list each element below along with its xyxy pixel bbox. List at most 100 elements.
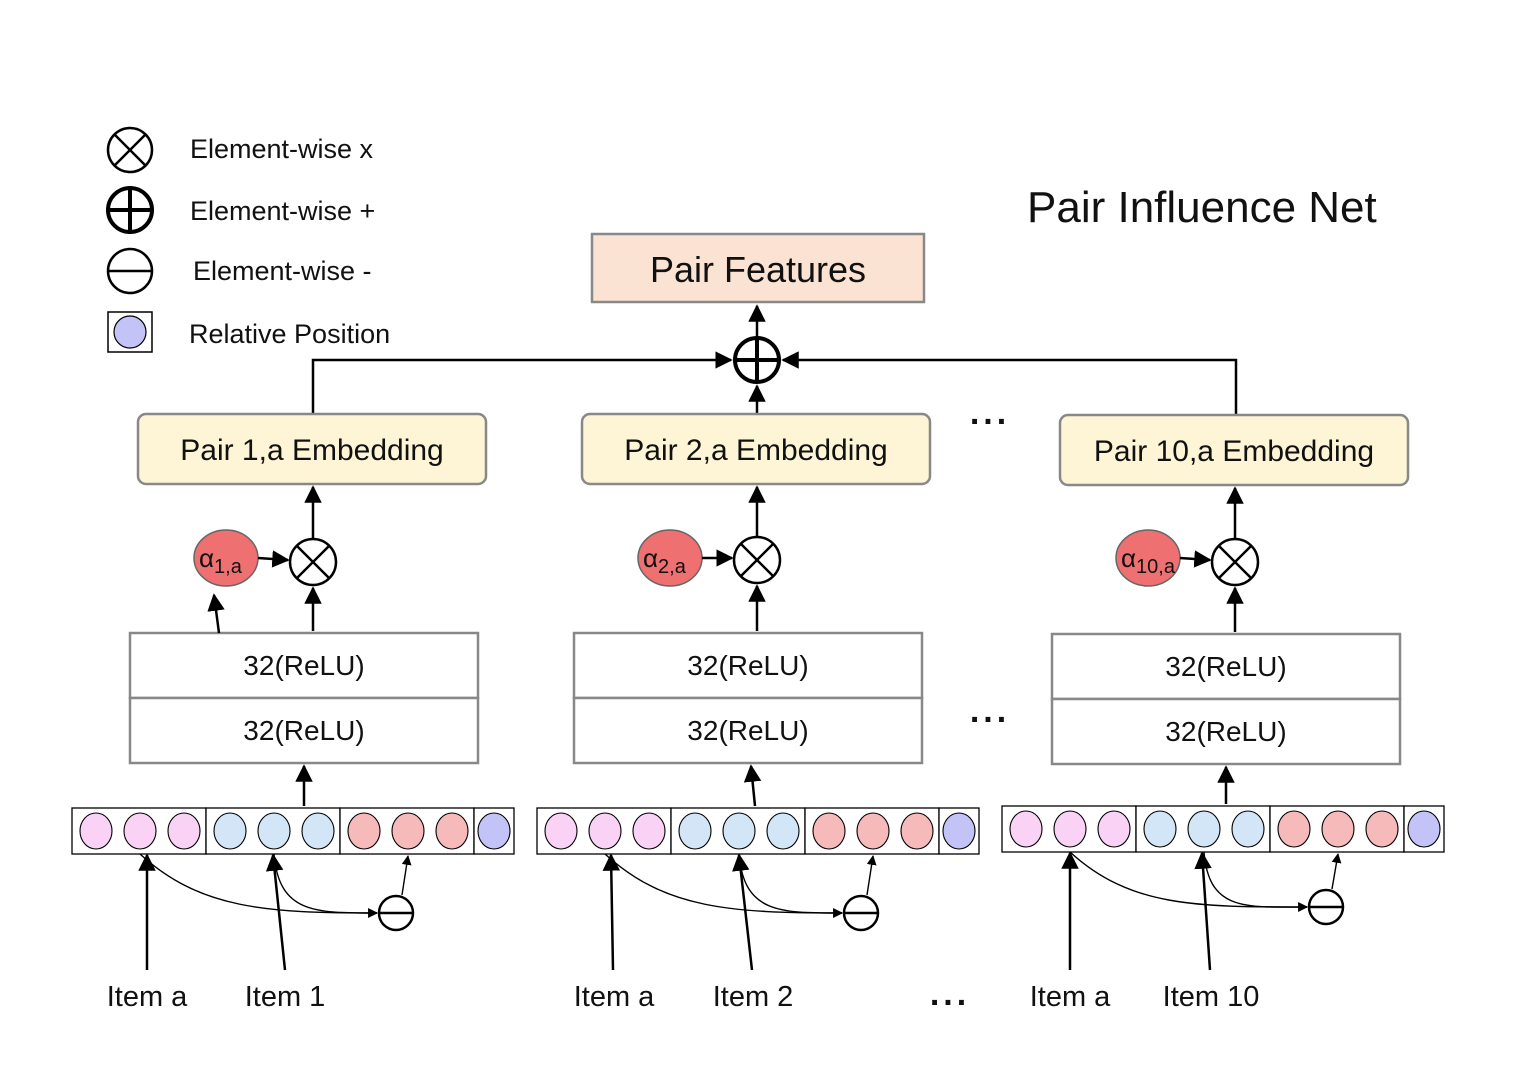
embedding-box [1058, 413, 1410, 487]
relu-layer-bottom [128, 696, 480, 765]
legend-plus-label: Element-wise + [190, 196, 375, 226]
relu-layer-bottom [572, 696, 924, 765]
feature-circle [1407, 810, 1441, 848]
minus-node-icon [842, 894, 880, 932]
relative-position-icon [107, 311, 153, 353]
feature-circle [900, 812, 934, 850]
embedding-label: Pair 2,a Embedding [624, 434, 888, 467]
minus-node-icon [377, 894, 415, 932]
feature-strip [536, 807, 980, 855]
feature-circle [812, 812, 846, 850]
item-left-arrow [602, 853, 621, 971]
relu-layer-bottom [1050, 697, 1402, 766]
legend-minus-label: Element-wise - [193, 256, 372, 286]
feature-circle [1187, 810, 1221, 848]
item-b-to-minus-curve [738, 853, 843, 918]
feature-circle [123, 812, 157, 850]
item-a-to-minus-curve [604, 853, 843, 918]
embedding-label: Pair 1,a Embedding [180, 434, 444, 467]
legend: Element-wise x Element-wise + Element-wi… [106, 126, 390, 353]
feature-circle [942, 812, 976, 850]
legend-relative-position-label: Relative Position [189, 319, 390, 349]
pair-column-3: Pair 10,a Embeddingα10,a32(ReLU)32(ReLU)… [1001, 413, 1445, 1013]
relu-bottom-label: 32(ReLU) [687, 715, 808, 746]
embedding-1-to-sum-arrow [311, 351, 733, 414]
embedding-label: Pair 10,a Embedding [1094, 435, 1374, 468]
item-right-arrow [265, 853, 287, 971]
item-a-to-minus-curve [139, 853, 378, 918]
feature-circle [477, 812, 511, 850]
ellipsis-embeddings: ... [970, 394, 1010, 432]
item-right-label: Item 1 [245, 981, 326, 1013]
feature-strip [71, 807, 515, 855]
embedding-box [136, 412, 488, 486]
feature-strip [1001, 805, 1445, 853]
alpha-to-multiply-arrow [1179, 550, 1212, 568]
feature-circle [1097, 810, 1131, 848]
embedding-10-to-sum-arrow [781, 351, 1238, 414]
relu-to-alpha-arrow [207, 593, 225, 634]
minus-to-feature-arrow [401, 855, 412, 896]
item-right-arrow [732, 853, 754, 971]
feature-circle [347, 812, 381, 850]
feature-circle [678, 812, 712, 850]
feature-circle [722, 812, 756, 850]
pair-features-box: Pair Features [590, 232, 926, 304]
minus-to-feature-arrow [1331, 853, 1342, 890]
multiply-node-icon [1210, 537, 1260, 587]
pair-column-2: Pair 2,a Embeddingα2,a32(ReLU)32(ReLU)It… [536, 412, 980, 1013]
item-left-label: Item a [107, 981, 188, 1013]
multiply-node-icon [732, 535, 782, 585]
pair-columns: Pair 1,a Embeddingα1,a32(ReLU)32(ReLU)It… [71, 412, 1445, 1013]
feature-circle [1231, 810, 1265, 848]
feature-circle [1321, 810, 1355, 848]
item-right-label: Item 10 [1163, 981, 1260, 1013]
pair-features-label: Pair Features [650, 249, 866, 290]
embedding-box [580, 412, 932, 486]
diagram-title: Pair Influence Net [1027, 183, 1377, 232]
relu-bottom-label: 32(ReLU) [1165, 716, 1286, 747]
legend-multiply-label: Element-wise x [190, 134, 374, 164]
alpha-to-multiply-arrow [257, 550, 290, 568]
item-right-label: Item 2 [713, 981, 794, 1013]
ellipsis-items: ... [930, 975, 970, 1013]
feature-circle [588, 812, 622, 850]
item-a-to-minus-curve [1069, 851, 1308, 912]
multiply-icon [106, 126, 154, 174]
minus-to-feature-arrow [866, 855, 877, 896]
pair-column-1: Pair 1,a Embeddingα1,a32(ReLU)32(ReLU)It… [71, 412, 515, 1013]
multiply-node-icon [288, 537, 338, 587]
feature-circle [544, 812, 578, 850]
relu-layer-top [1050, 632, 1402, 701]
minus-icon [106, 247, 154, 295]
feature-circle [213, 812, 247, 850]
minus-node-icon [1307, 888, 1345, 926]
feature-circle [856, 812, 890, 850]
item-right-arrow [1194, 851, 1212, 971]
feature-circle [1143, 810, 1177, 848]
feature-circle [1009, 810, 1043, 848]
sum-node-plus-icon [733, 336, 781, 384]
feature-circle [79, 812, 113, 850]
feature-circle [632, 812, 666, 850]
relu-layer-top [128, 631, 480, 700]
feature-circle [435, 812, 469, 850]
feature-circle [391, 812, 425, 850]
relu-top-label: 32(ReLU) [243, 650, 364, 681]
ellipsis-relu: ... [970, 692, 1010, 730]
relu-top-label: 32(ReLU) [1165, 651, 1286, 682]
feature-circle [1053, 810, 1087, 848]
relu-bottom-label: 32(ReLU) [243, 715, 364, 746]
item-b-to-minus-curve [1203, 851, 1308, 912]
feature-circle [257, 812, 291, 850]
feature-circle [167, 812, 201, 850]
feature-circle [766, 812, 800, 850]
item-left-label: Item a [1030, 981, 1111, 1013]
relu-top-label: 32(ReLU) [687, 650, 808, 681]
features-to-relu-arrow [743, 764, 762, 807]
feature-circle [301, 812, 335, 850]
item-b-to-minus-curve [273, 853, 378, 918]
feature-circle [1365, 810, 1399, 848]
feature-circle [1277, 810, 1311, 848]
